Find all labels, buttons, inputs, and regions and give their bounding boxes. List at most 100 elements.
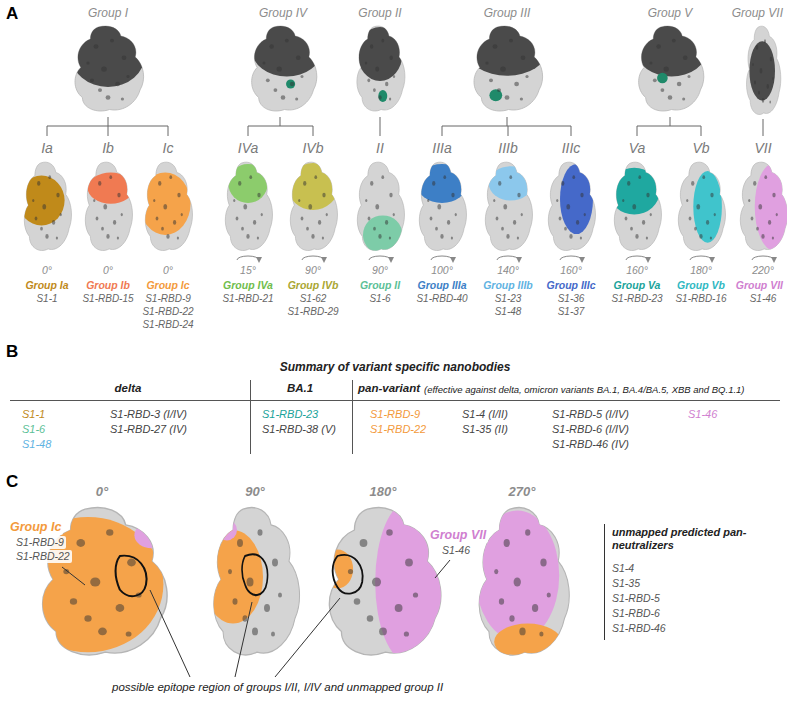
illustration-part bbox=[235, 602, 252, 677]
nanobody-name: S1-RBD-46 bbox=[612, 622, 666, 635]
illustration-part bbox=[489, 166, 533, 200]
rbd-surface bbox=[140, 162, 193, 250]
illustration-part bbox=[217, 520, 237, 541]
group-name: Group IIIb bbox=[483, 279, 533, 292]
column-header: BA.1 bbox=[287, 382, 313, 396]
view-angle: 0° bbox=[96, 484, 108, 500]
illustration-part bbox=[62, 567, 85, 585]
illustration-part bbox=[752, 39, 774, 103]
view-angle: 90° bbox=[245, 484, 265, 500]
rbd-surface bbox=[678, 162, 725, 250]
divider-line bbox=[604, 524, 605, 640]
illustration-part bbox=[233, 175, 263, 239]
rbd-surface bbox=[475, 508, 569, 660]
group-name: Group II bbox=[360, 279, 400, 292]
illustration-part bbox=[237, 256, 259, 260]
illustration-part bbox=[10, 400, 780, 401]
illustration-part bbox=[252, 24, 322, 77]
illustration-part bbox=[686, 175, 716, 239]
illustration-part bbox=[746, 26, 780, 114]
illustration-part bbox=[252, 24, 322, 89]
column-header: pan-variant bbox=[358, 382, 420, 396]
illustration-part bbox=[431, 256, 453, 260]
nanobody-name: S1-62 bbox=[300, 293, 327, 305]
illustration-part bbox=[497, 256, 519, 260]
illustration-part bbox=[417, 164, 468, 203]
subgroup-label: IVa bbox=[238, 140, 259, 157]
subgroup-label: IIIc bbox=[562, 140, 581, 157]
illustration-part bbox=[150, 590, 190, 677]
illustration-part bbox=[690, 256, 712, 260]
group-header: Group IV bbox=[259, 6, 307, 20]
illustration-part bbox=[435, 560, 450, 578]
illustration-part bbox=[248, 117, 313, 136]
illustration-part bbox=[116, 556, 147, 597]
nanobody-name: S1-35 bbox=[612, 577, 640, 590]
group-name: Group Vb bbox=[677, 279, 725, 292]
illustration-part bbox=[63, 529, 141, 636]
note-heading: unmapped predicted pan-neutralizers bbox=[612, 526, 772, 552]
nanobody-name: S1-RBD-40 bbox=[416, 293, 467, 305]
illustration-part bbox=[748, 175, 778, 239]
illustration-part bbox=[32, 175, 62, 239]
group-name: Group IIIc bbox=[546, 279, 595, 292]
illustration-part bbox=[365, 39, 395, 101]
illustration-part bbox=[228, 164, 268, 203]
column-header: (effective against delta, omicron varian… bbox=[424, 384, 745, 395]
rbd-surface bbox=[71, 24, 145, 111]
nanobody-name: S1-RBD-24 bbox=[142, 319, 193, 331]
illustration-part bbox=[752, 256, 774, 260]
illustration-part bbox=[140, 172, 191, 234]
group-name: Group Va bbox=[614, 279, 661, 292]
illustration-part bbox=[134, 522, 169, 548]
illustration-part bbox=[649, 39, 690, 101]
table-cell: S1-RBD-5 (I/IV) bbox=[552, 408, 629, 421]
illustration-part bbox=[493, 175, 523, 239]
group-name: Group Ic bbox=[8, 520, 63, 535]
illustration-part bbox=[228, 529, 282, 636]
illustration-part bbox=[556, 175, 586, 239]
table-cell: S1-RBD-23 bbox=[262, 408, 318, 421]
illustration-part bbox=[18, 176, 64, 226]
nanobody-name: S1-RBD-9 bbox=[14, 536, 66, 549]
subgroup-label: VII bbox=[754, 140, 771, 157]
rotation-angle: 15° bbox=[240, 264, 256, 277]
subgroup-label: IVb bbox=[302, 140, 323, 157]
rotation-angle: 140° bbox=[497, 264, 519, 277]
group-header: Group III bbox=[484, 6, 531, 20]
group-header: Group VII bbox=[732, 6, 783, 20]
illustration-part bbox=[363, 215, 403, 254]
group-name: Group IIIa bbox=[417, 279, 466, 292]
table-cell: S1-RBD-22 bbox=[370, 423, 426, 436]
panel-letter: C bbox=[6, 472, 18, 492]
table-title: Summary of variant specific nanobodies bbox=[280, 360, 511, 374]
illustration-part bbox=[302, 256, 324, 260]
illustration-part bbox=[358, 27, 403, 102]
illustration-part bbox=[348, 529, 418, 636]
nanobody-name: S1-4 bbox=[612, 562, 634, 575]
illustration-part bbox=[18, 176, 64, 226]
table-rule bbox=[10, 380, 780, 454]
table-cell: S1-RBD-38 (V) bbox=[262, 423, 336, 436]
column-header: delta bbox=[115, 382, 142, 396]
illustration-part bbox=[242, 554, 268, 595]
subgroup-label: II bbox=[376, 140, 384, 157]
table-cell: S1-1 bbox=[22, 408, 45, 421]
illustration-part bbox=[71, 24, 145, 87]
illustration-part bbox=[637, 117, 701, 136]
rbd-surface bbox=[252, 24, 322, 111]
table-cell: S1-RBD-46 (IV) bbox=[552, 438, 629, 451]
illustration-part bbox=[380, 117, 381, 136]
rbd-surface bbox=[746, 26, 780, 114]
illustration-part bbox=[140, 172, 191, 234]
table-cell: S1-35 (II) bbox=[462, 423, 508, 436]
illustration-part bbox=[250, 380, 251, 454]
group-header: Group I bbox=[88, 6, 128, 20]
table-cell: S1-46 bbox=[688, 408, 717, 421]
nanobody-name: S1-46 bbox=[440, 544, 472, 557]
illustration-part bbox=[467, 25, 547, 76]
illustration-part bbox=[47, 117, 168, 136]
rbd-surface bbox=[225, 162, 272, 250]
illustration-part bbox=[275, 598, 340, 677]
